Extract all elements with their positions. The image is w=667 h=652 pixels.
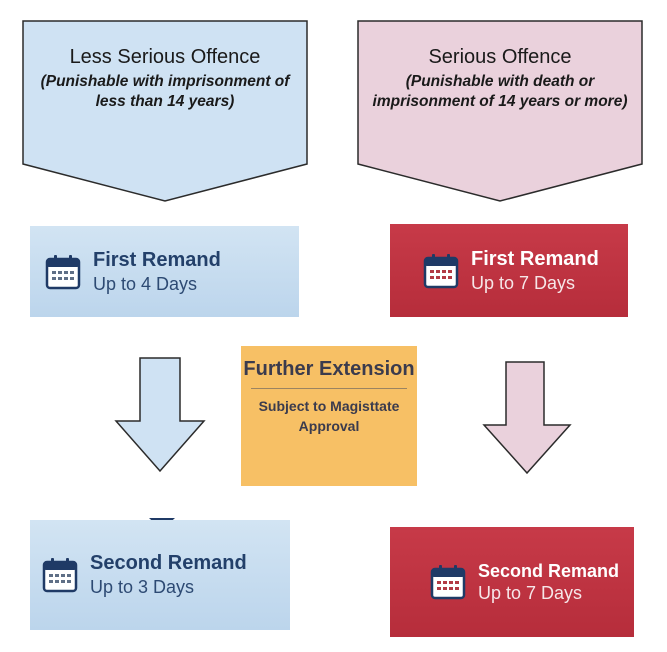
right-second-remand-label: Second Remand [478, 560, 620, 581]
right-first-remand-label: First Remand [471, 247, 599, 270]
right-first-remand-text: First Remand Up to 7 Days [471, 247, 599, 295]
left-first-remand-label: First Remand [93, 248, 221, 271]
left-second-remand-label: Second Remand [90, 552, 247, 575]
less-serious-offence-header-shape [22, 20, 308, 202]
left-second-remand-duration: Up to 3 Days [90, 577, 195, 598]
serious-offence-subtitle: (Punishable with death or imprisonment o… [372, 73, 628, 111]
further-extension-title: Further Extension [243, 358, 415, 380]
serious-offence-title: Serious Offence [428, 46, 572, 68]
calendar-icon [45, 254, 81, 289]
left-first-remand-box: First Remand Up to 4 Days [30, 226, 299, 317]
left-second-remand-text: Second Remand Up to 3 Days [90, 551, 247, 599]
left-first-remand-text: First Remand Up to 4 Days [93, 248, 221, 296]
left-second-remand-box: Second Remand Up to 3 Days [30, 520, 290, 630]
right-second-remand-box: Second Remand Up to 7 Days [390, 527, 634, 637]
less-serious-offence-title: Less Serious Offence [69, 46, 261, 68]
further-extension-divider [251, 388, 407, 389]
down-arrow-icon [114, 357, 206, 473]
right-first-remand-box: First Remand Up to 7 Days [390, 224, 628, 317]
further-extension-subtitle: Subject to Magisttate Approval [258, 398, 400, 434]
serious-offence-header-shape [357, 20, 643, 202]
less-serious-offence-header: Less Serious Offence (Punishable with im… [30, 44, 300, 112]
less-serious-offence-subtitle: (Punishable with imprisonment of less th… [40, 73, 290, 111]
calendar-icon [423, 253, 459, 288]
further-extension-box: Further Extension Subject to Magisttate … [241, 346, 417, 486]
right-first-remand-duration: Up to 7 Days [471, 272, 576, 293]
left-first-remand-duration: Up to 4 Days [93, 273, 198, 294]
serious-offence-header: Serious Offence (Punishable with death o… [363, 44, 637, 112]
down-arrow-icon [482, 361, 572, 475]
right-second-remand-duration: Up to 7 Days [478, 583, 583, 603]
calendar-icon [430, 565, 466, 600]
calendar-icon [42, 558, 78, 593]
right-second-remand-text: Second Remand Up to 7 Days [478, 560, 619, 605]
